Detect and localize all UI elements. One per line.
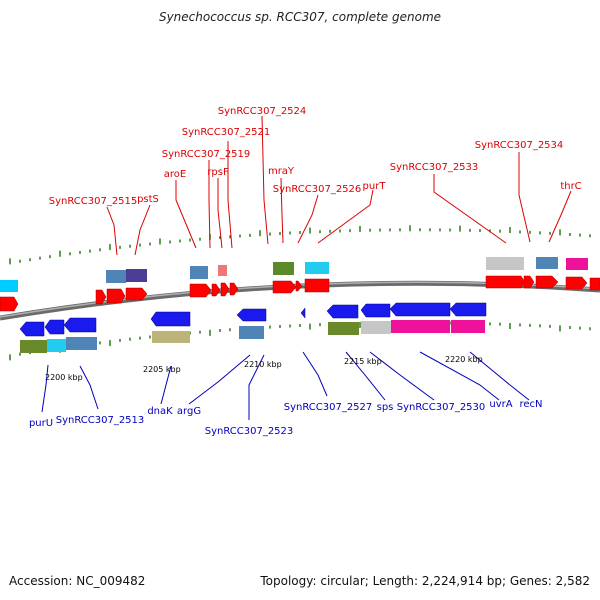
gene-label: sps [377, 402, 394, 413]
cog-box [190, 266, 208, 279]
gene-arrow [389, 302, 451, 317]
forward-strand-genes [0, 275, 600, 312]
gene-label: SynRCC307_2523 [205, 426, 294, 437]
gene-arrow [449, 302, 487, 317]
cog-box [536, 257, 558, 269]
cog-box [152, 331, 190, 343]
reverse-strand-genes [19, 302, 487, 337]
gene-arrow [63, 317, 97, 333]
gene-arrow [535, 275, 559, 289]
scale-label: 2200 kbp [45, 373, 83, 382]
gene-arrow [211, 283, 221, 297]
gene-label: SynRCC307_2519 [162, 149, 251, 160]
gene-label: SynRCC307_2524 [218, 106, 307, 117]
cog-box [239, 326, 264, 339]
gene-arrow [44, 319, 65, 335]
cog-box [106, 270, 126, 283]
cog-box [0, 280, 18, 292]
accession-text: Accession: NC_009482 [9, 574, 146, 588]
gene-label: aroE [164, 169, 186, 180]
gene-arrow [272, 280, 297, 294]
cog-box [218, 265, 227, 276]
scale-label: 2210 kbp [244, 360, 282, 369]
cog-box [451, 320, 485, 333]
bottom-gene-labels: purU SynRCC307_2513 dnaK argG SynRCC307_… [29, 399, 543, 437]
scale-label: 2205 kbp [143, 365, 181, 374]
gene-label: SynRCC307_2527 [284, 402, 373, 413]
top-gene-labels: SynRCC307_2524 SynRCC307_2521 SynRCC307_… [49, 106, 582, 207]
gene-arrow [189, 283, 212, 298]
gene-label: SynRCC307_2530 [397, 402, 486, 413]
gene-arrow [229, 282, 239, 296]
topology-text: Topology: circular; Length: 2,224,914 bp… [260, 574, 590, 588]
cog-box [273, 262, 294, 275]
gene-arrow [295, 280, 303, 292]
cog-box [66, 337, 97, 350]
gene-arrow [485, 275, 526, 289]
cog-box [126, 269, 147, 282]
cog-box [20, 340, 47, 353]
page-title: Synechococcus sp. RCC307, complete genom… [158, 10, 442, 24]
gene-label: SynRCC307_2513 [56, 415, 145, 426]
gene-label: uvrA [489, 399, 512, 410]
gene-arrow [0, 296, 19, 312]
gene-arrow [125, 287, 148, 301]
forward-cog-boxes [0, 257, 588, 292]
gene-arrow [565, 276, 588, 290]
gene-arrow [150, 311, 191, 327]
scale-labels: 2200 kbp 2205 kbp 2210 kbp 2215 kbp 2220… [45, 355, 483, 382]
cog-box [486, 257, 524, 270]
top-label-connectors [106, 115, 572, 256]
gene-arrow [106, 288, 126, 304]
gene-arrow [220, 282, 230, 297]
gene-arrow [326, 304, 359, 319]
bottom-label-connectors [41, 351, 530, 420]
gene-label: SynRCC307_2515 [49, 196, 138, 207]
gene-arrow [523, 275, 535, 289]
gene-box [304, 278, 330, 293]
cog-box [566, 258, 588, 270]
gene-label: pstS [137, 194, 159, 205]
gene-label: SynRCC307_2526 [273, 184, 362, 195]
reverse-cog-boxes [20, 320, 485, 353]
gene-arrow [19, 321, 45, 337]
gene-arrow [236, 308, 267, 322]
gene-label: dnaK [147, 406, 173, 417]
cog-box [391, 320, 450, 333]
gene-label: argG [177, 406, 201, 417]
gene-arrow [95, 289, 107, 305]
cog-box [328, 322, 359, 335]
gene-label: SynRCC307_2521 [182, 127, 271, 138]
gene-label: thrC [560, 181, 581, 192]
gene-label: recN [519, 399, 542, 410]
scale-label: 2215 kbp [344, 357, 382, 366]
gene-label: mraY [268, 166, 295, 177]
gene-label: rpsF [207, 167, 229, 178]
gene-box [589, 277, 600, 291]
gene-arrow [360, 303, 391, 318]
cog-box [305, 262, 329, 274]
cog-box [47, 339, 66, 352]
gene-label: SynRCC307_2534 [475, 140, 564, 151]
scale-label: 2220 kbp [445, 355, 483, 364]
gene-arrow [300, 307, 306, 319]
gene-label: purT [363, 181, 387, 192]
gene-label: SynRCC307_2533 [390, 162, 479, 173]
cog-box [361, 321, 391, 334]
gene-label: purU [29, 418, 53, 429]
